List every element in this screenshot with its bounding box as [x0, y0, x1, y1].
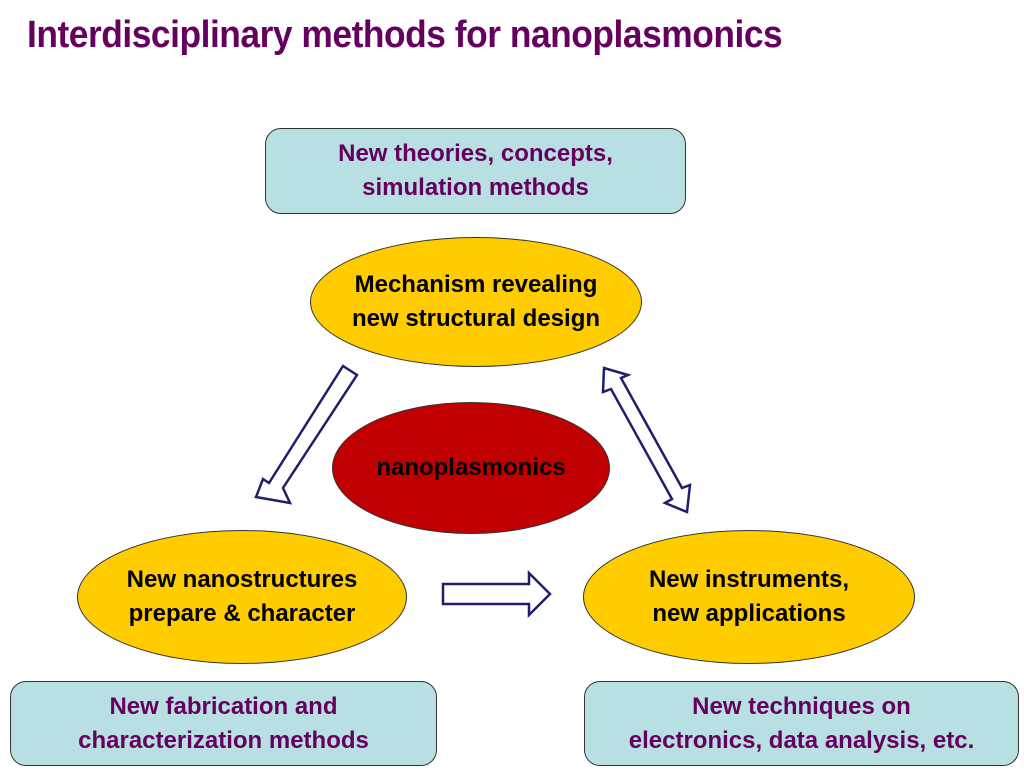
box-fabrication-line1: New fabrication and [109, 692, 338, 720]
box-theories-line2: simulation methods [362, 174, 589, 201]
ellipse-mechanism-line2: new structural design [351, 305, 601, 332]
arrow-mechanism-to-nanostructures [254, 364, 359, 505]
box-techniques: New techniques on electronics, data anal… [584, 681, 1019, 766]
arrow-mechanism-instruments-double [601, 366, 692, 514]
slide-title: Interdisciplinary methods for nanoplasmo… [27, 14, 783, 56]
ellipse-nanostructures-line2: prepare & character [128, 600, 356, 627]
box-fabrication-line2: characterization methods [78, 726, 369, 754]
box-theories-line1: New theories, concepts, [338, 140, 613, 167]
box-techniques-line1: New techniques on [692, 692, 911, 720]
box-theories: New theories, concepts, simulation metho… [265, 128, 686, 214]
ellipse-mechanism-line1: Mechanism revealing [354, 271, 598, 298]
box-techniques-line2: electronics, data analysis, etc. [628, 726, 975, 754]
ellipse-instruments-line2: new applications [652, 600, 846, 627]
box-fabrication: New fabrication and characterization met… [10, 681, 437, 766]
ellipse-nanostructures-line1: New nanostructures [126, 566, 358, 593]
ellipse-instruments-line1: New instruments, [648, 566, 850, 593]
ellipse-instruments: New instruments, new applications [583, 530, 915, 664]
arrow-nanostructures-to-instruments [441, 569, 552, 619]
ellipse-mechanism: Mechanism revealing new structural desig… [310, 237, 642, 367]
ellipse-nanoplasmonics: nanoplasmonics [332, 402, 610, 534]
ellipse-nanostructures: New nanostructures prepare & character [77, 530, 407, 664]
ellipse-nanoplasmonics-label: nanoplasmonics [376, 454, 566, 481]
